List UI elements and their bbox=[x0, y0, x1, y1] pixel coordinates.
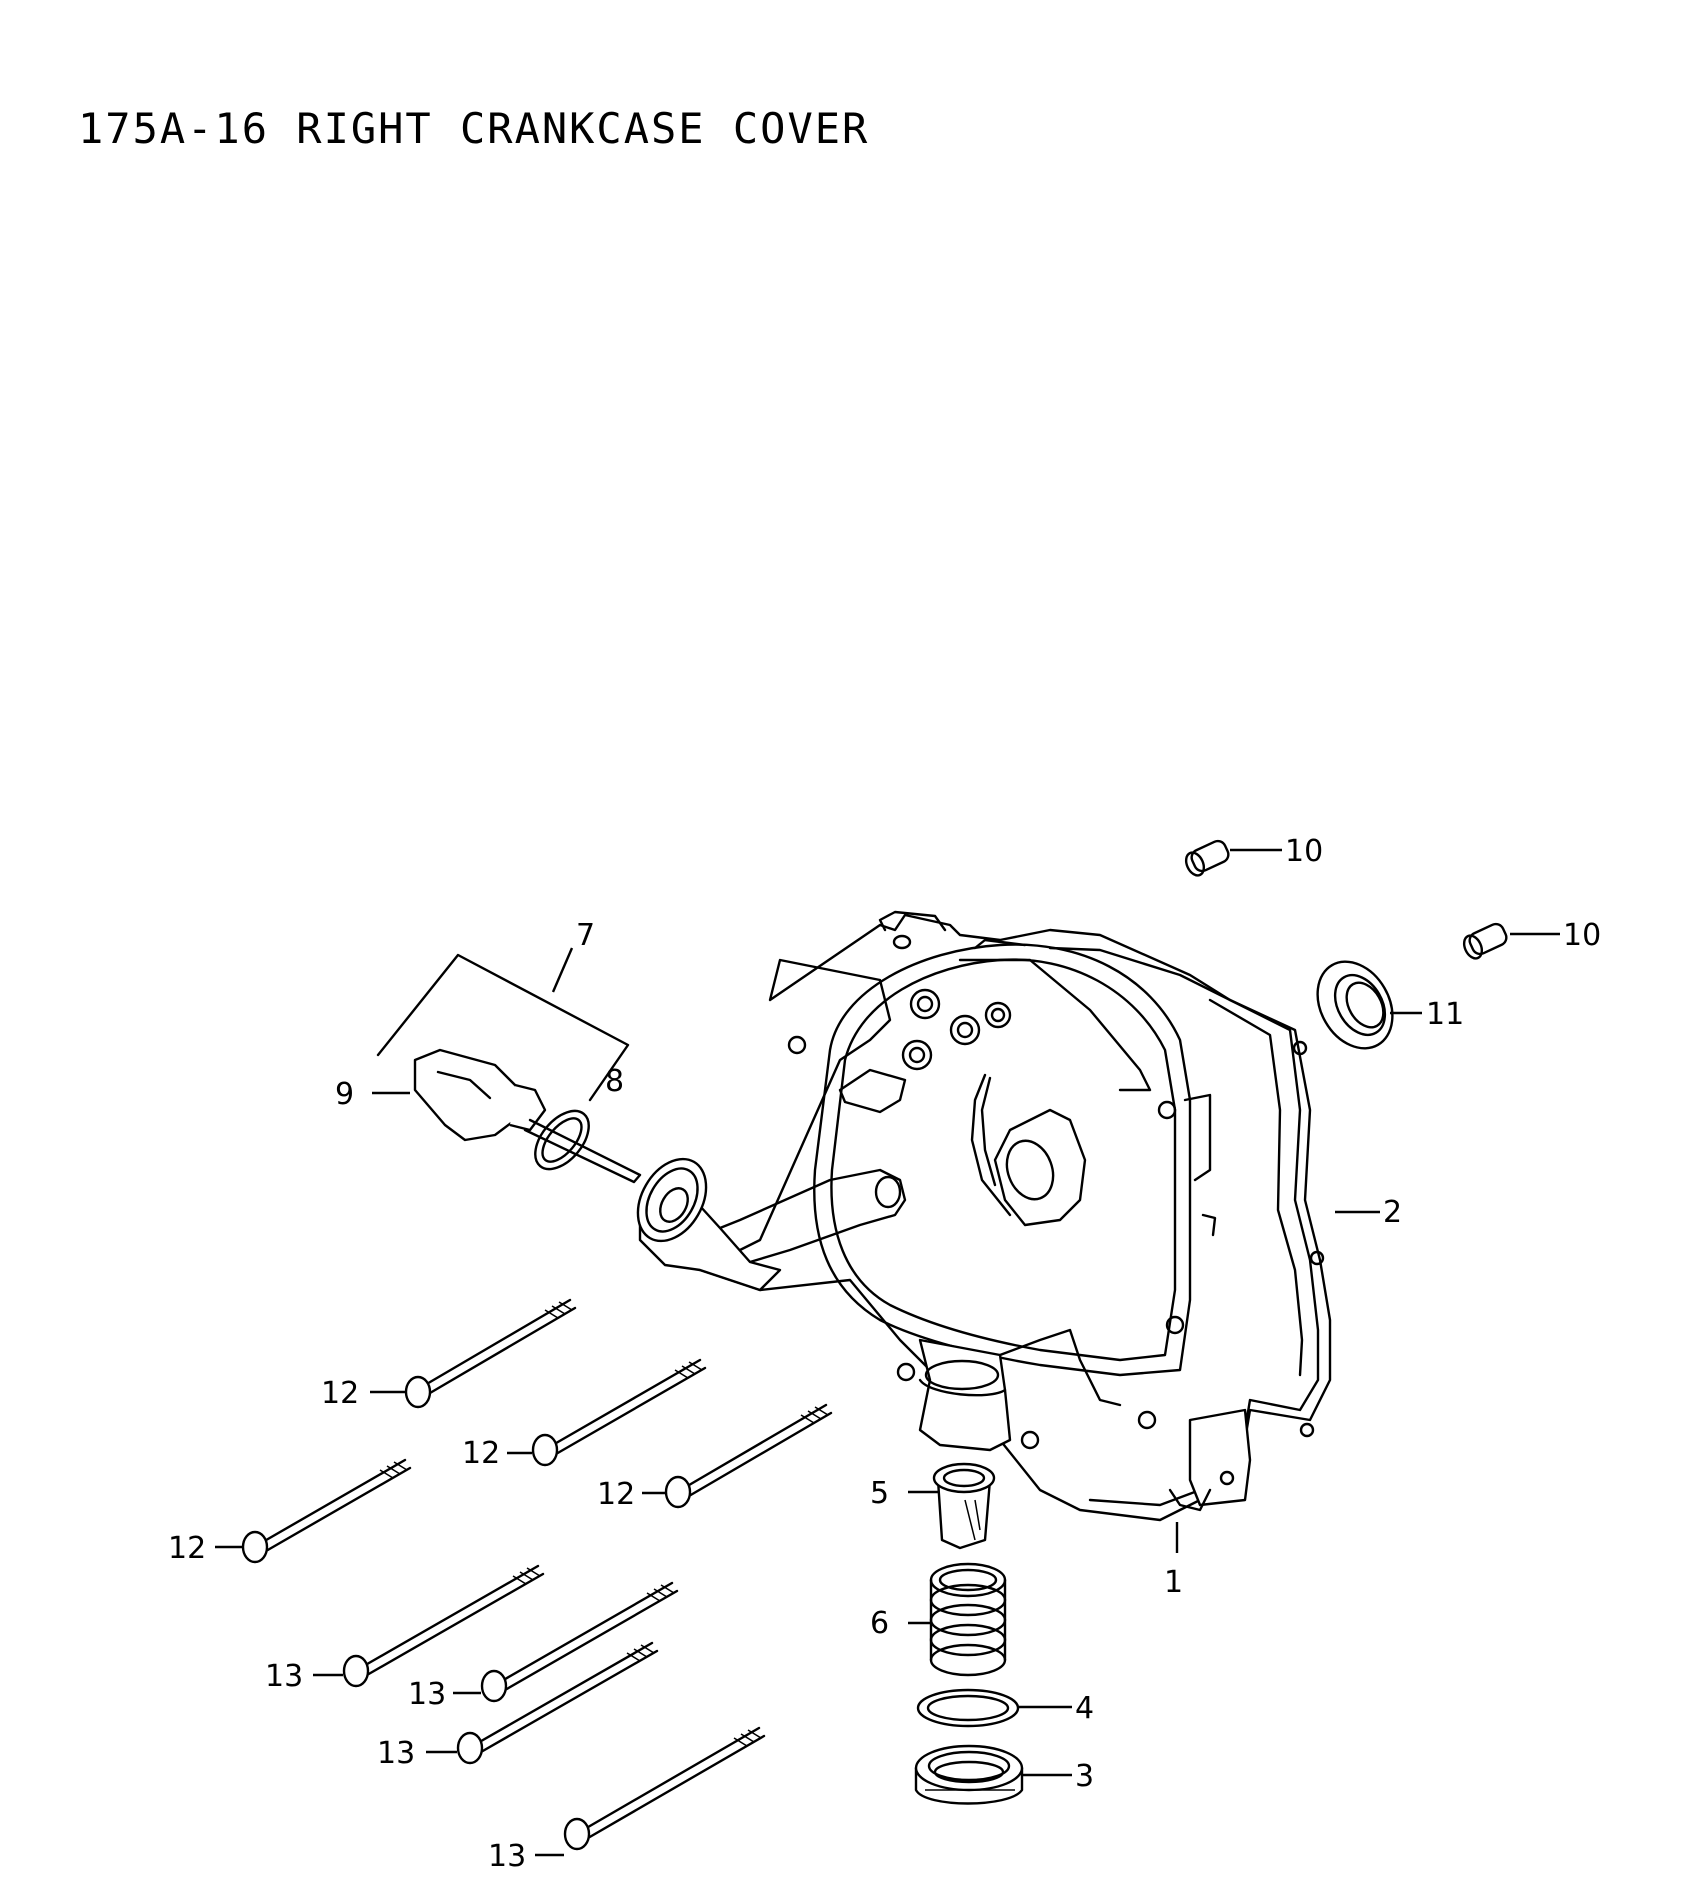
callout-13-second: 13 bbox=[408, 1677, 446, 1712]
callout-10-top: 10 bbox=[1285, 834, 1323, 869]
spring-part bbox=[929, 1562, 1007, 1677]
callout-12-third: 12 bbox=[597, 1477, 635, 1512]
bolt-13-part bbox=[456, 1641, 659, 1765]
oil-seal-part bbox=[1316, 960, 1394, 1050]
dowel-pin-part bbox=[1184, 839, 1230, 877]
strainer-part bbox=[932, 1462, 996, 1550]
callout-13-third: 13 bbox=[377, 1736, 415, 1771]
bolt-12-part bbox=[531, 1358, 707, 1467]
bolt-13-part bbox=[563, 1726, 766, 1851]
callout-1: 1 bbox=[1164, 1565, 1183, 1600]
callout-12-first: 12 bbox=[321, 1376, 359, 1411]
dowel-pin-part bbox=[1462, 922, 1508, 960]
callout-3: 3 bbox=[1075, 1759, 1094, 1794]
bolt-12-part bbox=[404, 1298, 577, 1409]
callout-12-second: 12 bbox=[462, 1436, 500, 1471]
callout-11: 11 bbox=[1426, 997, 1464, 1032]
callout-8: 8 bbox=[605, 1064, 624, 1099]
crankcase-cover-part bbox=[636, 910, 1332, 1522]
callout-7: 7 bbox=[576, 918, 595, 953]
leader-lines bbox=[215, 848, 1560, 1857]
callout-10-right: 10 bbox=[1563, 918, 1601, 953]
callout-5: 5 bbox=[870, 1476, 889, 1511]
bolt-13-part bbox=[342, 1564, 545, 1688]
bolt-13-part bbox=[480, 1581, 679, 1703]
bolt-12-part bbox=[664, 1403, 833, 1509]
callout-9: 9 bbox=[335, 1077, 354, 1112]
callout-4: 4 bbox=[1075, 1691, 1094, 1726]
drain-plug-part bbox=[914, 1744, 1024, 1805]
dipstick-assembly bbox=[376, 947, 642, 1184]
oil-filler-neck bbox=[636, 1157, 782, 1292]
diagram-title: 175A-16 RIGHT CRANKCASE COVER bbox=[78, 104, 870, 153]
o-ring-part bbox=[916, 1688, 1020, 1728]
callout-6: 6 bbox=[870, 1606, 889, 1641]
callout-12-fourth: 12 bbox=[168, 1531, 206, 1566]
callout-13-first: 13 bbox=[265, 1659, 303, 1694]
bolt-12-part bbox=[241, 1458, 412, 1564]
callout-13-fourth: 13 bbox=[488, 1839, 526, 1874]
callout-2: 2 bbox=[1383, 1195, 1402, 1230]
